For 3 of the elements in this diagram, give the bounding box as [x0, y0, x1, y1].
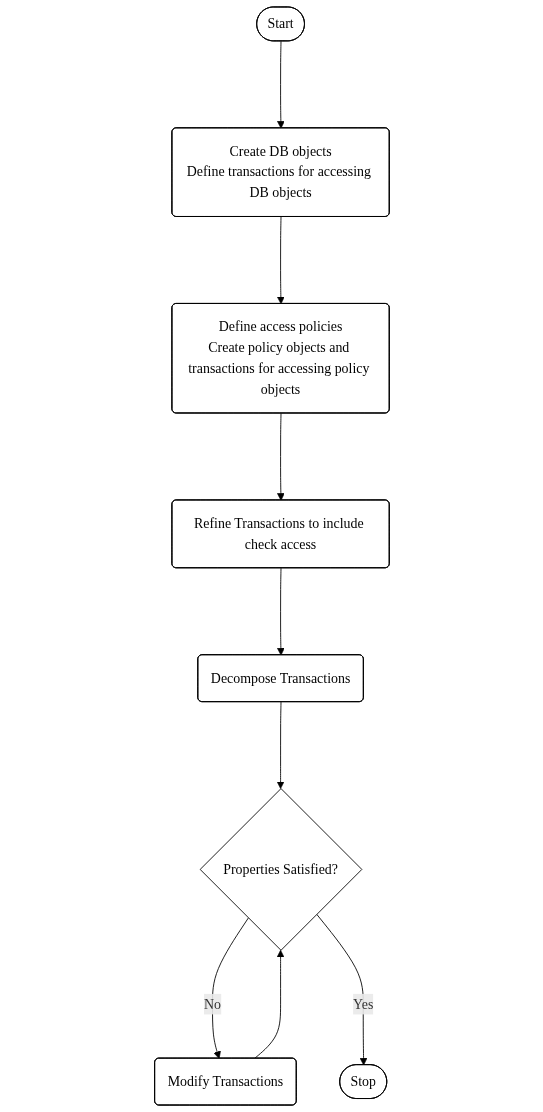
node-diamond: Properties Satisfied?: [199, 788, 362, 951]
edge-label: Yes: [352, 996, 373, 1012]
edge-label: No: [203, 996, 221, 1012]
